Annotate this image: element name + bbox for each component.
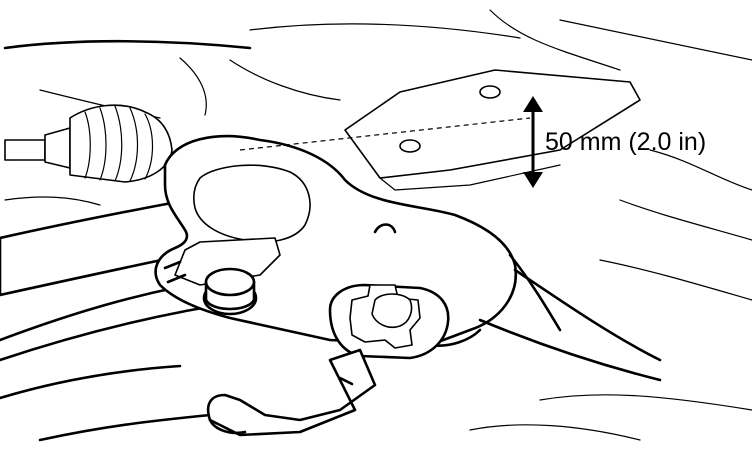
dimension-marker: [239, 96, 543, 188]
arrow-down-icon: [523, 172, 543, 188]
body-bracket: [344, 69, 641, 191]
lower-bracket: [206, 268, 662, 437]
drive-shaft: [4, 104, 173, 183]
bushing-nut: [328, 283, 450, 360]
bracket-hole-left: [399, 139, 421, 153]
bracket-hole-right: [479, 85, 501, 99]
body-panel-lines: [3, 9, 752, 441]
dimension-label: 50 mm (2.0 in): [545, 128, 707, 156]
bolt-head: [202, 267, 258, 316]
arrow-up-icon: [523, 96, 543, 112]
